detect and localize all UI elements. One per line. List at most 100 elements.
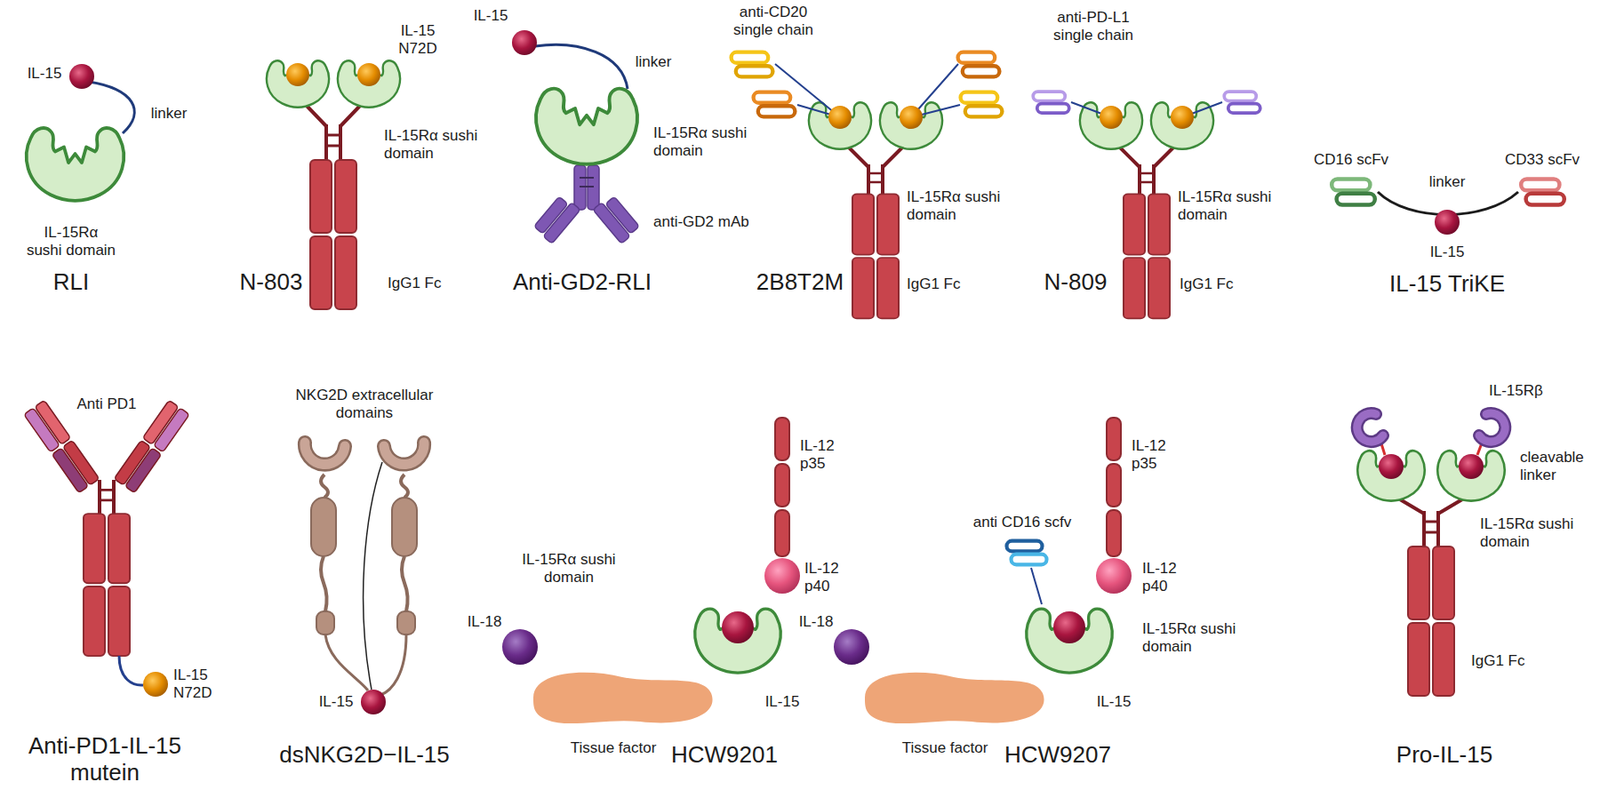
dsnkg2d-construct [311, 497, 336, 557]
2b8t2m-construct [753, 92, 796, 118]
anti-pd1-mutein-construct [143, 672, 168, 697]
2b8t2m-construct [899, 105, 923, 129]
part-label: IL-15 N72D [173, 666, 223, 702]
hcw9207-construct [1007, 541, 1048, 566]
anti-gd2-rli-construct [535, 44, 628, 89]
part-label: IL-18 [462, 613, 507, 632]
part-label: IgG1 Fc [1179, 275, 1251, 294]
dsnkg2d-construct [360, 689, 386, 715]
construct-name: dsNKG2D−IL-15 [271, 742, 458, 769]
part-label: anti-CD20 single chain [724, 3, 823, 39]
anti-pd1-mutein-construct [119, 656, 144, 686]
part-label: CD16 scFv [1311, 151, 1392, 169]
part-label: linker [629, 53, 679, 72]
2b8t2m-construct [880, 102, 943, 149]
dsnkg2d-construct [384, 442, 424, 465]
n803-construct [310, 124, 357, 310]
part-label: linker [1420, 173, 1474, 192]
anti-gd2-rli-construct [512, 30, 641, 244]
anti-gd2-rli-construct [579, 177, 594, 187]
anti-pd1-mutein-construct [125, 448, 162, 494]
pro-il15-construct [1479, 413, 1505, 442]
n809-construct [1170, 105, 1194, 129]
construct-name: N-809 [1035, 269, 1116, 296]
2b8t2m-construct [828, 105, 852, 129]
part-label: IgG1 Fc [1471, 652, 1543, 671]
construct-name: Anti-PD1-IL-15 mutein [8, 733, 201, 787]
dsnkg2d-construct [304, 442, 424, 715]
anti-pd1-mutein-construct [83, 480, 130, 656]
dsnkg2d-construct [392, 497, 417, 557]
pro-il15-construct [1378, 454, 1404, 480]
n809-construct [1099, 105, 1123, 129]
pro-il15-construct [1380, 440, 1483, 456]
anti-pd1-mutein-construct [24, 400, 100, 494]
anti-pd1-mutein-construct [113, 400, 190, 494]
part-label: cleavable linker [1520, 448, 1593, 484]
part-label: IL-15Rα sushi domain [384, 127, 496, 162]
n803-construct [266, 60, 329, 107]
2b8t2m-construct [960, 92, 1003, 118]
pro-il15-construct [1479, 413, 1505, 442]
n809-construct [1120, 147, 1174, 168]
rli-construct [88, 81, 135, 134]
anti-gd2-rli-construct [592, 193, 641, 244]
anti-gd2-rli-construct [512, 30, 537, 56]
construct-name: RLI [35, 269, 107, 296]
part-label: IL-15Rα sushi domain [513, 551, 625, 586]
pro-il15-construct [1400, 499, 1463, 514]
part-label: Anti PD1 [74, 395, 139, 414]
pro-il15-construct [1408, 511, 1455, 696]
construct-name: HCW9201 [666, 742, 783, 769]
anti-pd1-mutein-construct [51, 448, 88, 494]
anti-pd1-mutein-construct [24, 408, 60, 453]
part-label: Tissue factor [564, 739, 663, 758]
part-label: anti-PD-L1 single chain [1044, 8, 1143, 44]
pro-il15-construct [1357, 413, 1384, 442]
construct-name: N-803 [231, 269, 312, 296]
hcw9201-construct [502, 417, 800, 724]
n809-construct [1224, 91, 1261, 113]
part-label: Tissue factor [896, 739, 994, 758]
dsnkg2d-construct [384, 442, 424, 465]
2b8t2m-construct [958, 52, 1000, 78]
dsnkg2d-construct [304, 442, 345, 465]
part-label: linker [142, 104, 196, 123]
2b8t2m-construct [731, 52, 774, 78]
dsnkg2d-construct [316, 611, 335, 635]
2b8t2m-construct [775, 64, 960, 118]
part-label: IL-15 [22, 64, 67, 83]
part-label: IL-15Rα sushi domain [653, 124, 760, 160]
hcw9207-construct [1031, 568, 1042, 605]
construct-name: Anti-GD2-RLI [502, 269, 663, 296]
n809-construct [1032, 91, 1070, 113]
2b8t2m-construct [731, 52, 1003, 320]
part-label: IL-15Rα sushi domain [906, 188, 1018, 224]
n803-construct [337, 60, 400, 107]
anti-gd2-rli-construct [605, 196, 640, 234]
rli-construct [69, 64, 95, 89]
part-label: IL-15 [468, 7, 513, 25]
n809-construct [1071, 102, 1223, 118]
dsnkg2d-construct [320, 474, 408, 498]
2b8t2m-construct [808, 102, 872, 149]
part-label: IL-12 p40 [1142, 560, 1196, 595]
hcw9207-construct [833, 417, 1132, 724]
dsnkg2d-construct [363, 462, 383, 690]
part-label: IL-15Rα sushi domain [24, 224, 118, 259]
rli-construct [26, 64, 136, 201]
part-label: IL-15 [1424, 243, 1470, 262]
construct-name: 2B8T2M [751, 269, 849, 296]
part-label: IL-15Rα sushi domain [1177, 188, 1285, 224]
part-label: IL-15 [1091, 693, 1136, 712]
trike-construct [1331, 179, 1376, 206]
anti-gd2-rli-construct [534, 196, 568, 234]
hcw9207-construct [833, 417, 1132, 724]
hcw9201-construct [502, 417, 800, 724]
dsnkg2d-construct [397, 611, 416, 635]
part-label: IL-15 [760, 693, 805, 712]
part-label: IL-15Rα sushi domain [1480, 515, 1592, 551]
construct-name: Pro-IL-15 [1382, 742, 1507, 769]
